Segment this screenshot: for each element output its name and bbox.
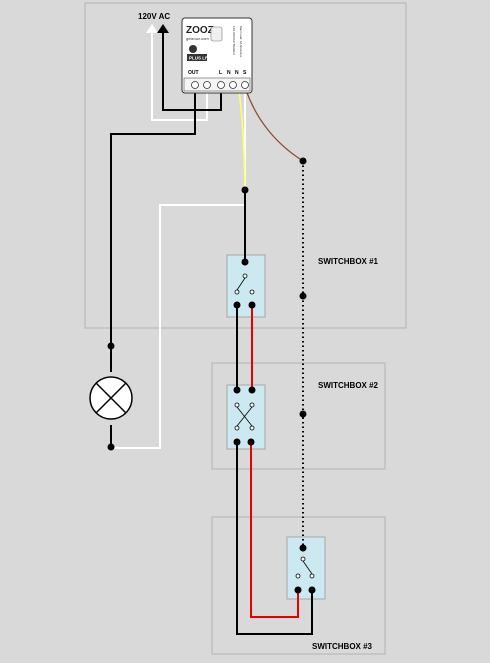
- zwave-logo-icon: [189, 45, 197, 53]
- light-bulb-icon: [89, 376, 133, 420]
- module-brand: ZOOZ: [186, 25, 214, 36]
- supply-label: 120V AC: [138, 12, 170, 21]
- switch-1-contacts: [234, 273, 255, 295]
- module-website: getzooz.com: [186, 36, 209, 41]
- module-button: [210, 26, 223, 42]
- switch-2-body: [226, 384, 266, 450]
- signal-wire-brown: [245, 89, 304, 162]
- signal-wire-yellow: [238, 89, 246, 191]
- terminal-label-n1: N: [227, 70, 231, 76]
- module-badge-text: PLUS LR: [189, 56, 209, 61]
- module-spec-2: Max Load: 6A Resistive: [239, 26, 243, 58]
- hot-wires: [110, 30, 313, 635]
- zooz-relay-module: ZOOZ getzooz.com PLUS LR 100-240VAC 50/6…: [181, 17, 253, 94]
- terminal-label-n2: N: [235, 70, 239, 76]
- module-spec-1: 100-240VAC 50/60Hz: [232, 26, 236, 55]
- terminal-label-l: L: [219, 70, 222, 76]
- traveler-wires: [250, 305, 299, 618]
- terminal-label-out: OUT: [188, 70, 199, 76]
- terminal-screws: [191, 81, 249, 89]
- switchbox-3-label: SWITCHBOX #3: [312, 642, 373, 651]
- switchbox-1-outline: [84, 2, 407, 329]
- switchbox-2-outline: [211, 362, 386, 470]
- switchbox-3-outline: [211, 516, 386, 655]
- supply-arrow-neutral: [146, 24, 158, 33]
- supply-arrow-hot: [157, 24, 169, 33]
- module-badge: [187, 54, 207, 61]
- terminal-label-s: S: [243, 70, 247, 76]
- switch-3-contacts: [295, 556, 315, 579]
- switch-2-contacts: [234, 402, 255, 431]
- switchbox-1-label: SWITCHBOX #1: [318, 257, 379, 266]
- switchbox-2-label: SWITCHBOX #2: [318, 381, 379, 390]
- terminal-dots: [107, 157, 316, 594]
